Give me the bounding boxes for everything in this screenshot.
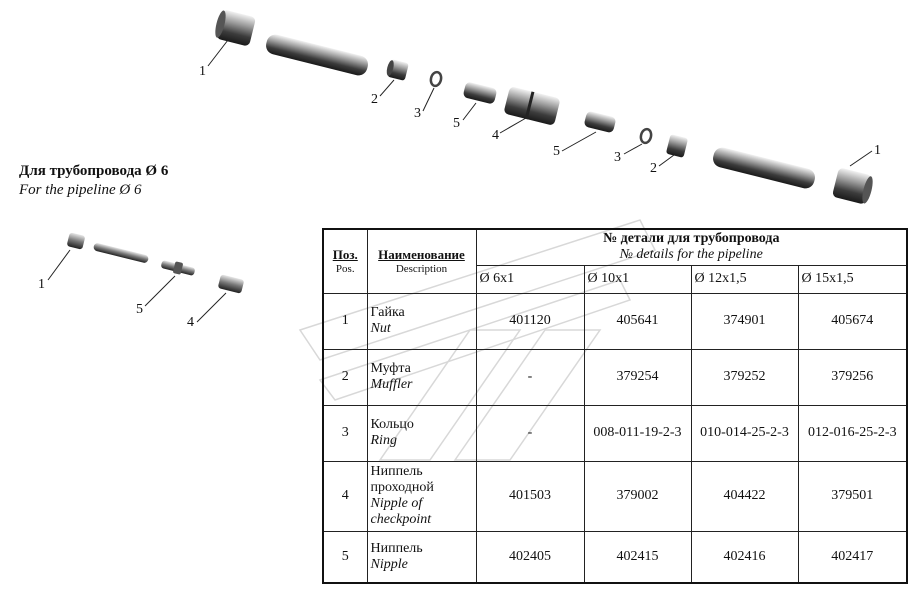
- ring-part: [429, 70, 443, 88]
- row-value: 012-016-25-2-3: [797, 404, 908, 462]
- nipple-part: [161, 260, 195, 276]
- callout-number: 5: [136, 302, 143, 317]
- row-value: 405674: [797, 292, 908, 350]
- pipe-part: [713, 147, 815, 189]
- row-value: 401503: [475, 460, 585, 532]
- row-value: 402416: [690, 530, 799, 584]
- pipe-part: [266, 34, 368, 76]
- row-value: 404422: [690, 460, 799, 532]
- callout-number: 2: [371, 92, 378, 107]
- table-row: 3 Кольцо Ring - 008-011-19-2-3 010-014-2…: [322, 404, 908, 462]
- callout-number: 5: [553, 144, 560, 159]
- muffler-part: [666, 134, 688, 158]
- table-row: 1 Гайка Nut 401120 405641 374901 405674: [322, 292, 908, 350]
- heading-en: For the pipeline Ø 6: [19, 182, 142, 198]
- callout-number: 1: [38, 277, 45, 292]
- callout-number: 2: [650, 161, 657, 176]
- nut-part: [67, 232, 85, 250]
- row-pos: 5: [322, 530, 368, 584]
- row-value: 379254: [583, 348, 692, 406]
- table-row: 5 Ниппель Nipple 402405 402415 402416 40…: [322, 530, 908, 584]
- pipeline-assembly-d6: [67, 232, 244, 294]
- row-value: 374901: [690, 292, 799, 350]
- nipple-part: [584, 111, 616, 133]
- row-name: Кольцо Ring: [366, 404, 477, 462]
- header-part-numbers: № детали для трубопровода № details for …: [475, 228, 908, 266]
- row-value: 401120: [475, 292, 585, 350]
- row-value: 402405: [475, 530, 585, 584]
- table-diameter-row: Ø 6x1 Ø 10x1 Ø 12x1,5 Ø 15x1,5: [323, 264, 908, 294]
- table-row: 4 Ниппель проходной Nipple of checkpoint…: [322, 460, 908, 532]
- row-value: 379501: [797, 460, 908, 532]
- header-diameter: Ø 12x1,5: [690, 264, 799, 294]
- row-value: 008-011-19-2-3: [583, 404, 692, 462]
- callout-number: 4: [187, 315, 194, 330]
- table-header-row: Поз. Pos. Наименование Description № дет…: [322, 228, 908, 294]
- header-diameter: Ø 15x1,5: [797, 264, 908, 294]
- ring-part: [639, 127, 653, 145]
- parts-table: Поз. Pos. Наименование Description № дет…: [322, 228, 909, 584]
- pipeline-d6-heading: Для трубопровода Ø 6 For the pipeline Ø …: [19, 162, 168, 200]
- row-value: 379252: [690, 348, 799, 406]
- row-pos: 1: [322, 292, 368, 350]
- row-value: 010-014-25-2-3: [690, 404, 799, 462]
- header-pos: Поз. Pos.: [322, 228, 368, 294]
- row-value: 379256: [797, 348, 908, 406]
- muffler-part: [386, 59, 409, 81]
- heading-ru: Для трубопровода Ø 6: [19, 163, 169, 179]
- table-row: 2 Муфта Muffler - 379254 379252 379256: [322, 348, 908, 406]
- row-pos: 3: [322, 404, 368, 462]
- row-value: 402417: [797, 530, 908, 584]
- callout-number: 3: [414, 106, 421, 121]
- nut-part: [215, 10, 256, 46]
- callout-number: 1: [199, 64, 206, 79]
- header-diameter: Ø 10x1: [583, 264, 692, 294]
- row-value: 402415: [583, 530, 692, 584]
- nipple-checkpoint-part: [504, 87, 560, 125]
- row-value: -: [475, 348, 585, 406]
- row-pos: 4: [322, 460, 368, 532]
- pipeline-assembly-main: [215, 10, 873, 204]
- row-name: Ниппель Nipple: [366, 530, 477, 584]
- row-value: -: [475, 404, 585, 462]
- row-name: Ниппель проходной Nipple of checkpoint: [366, 460, 477, 532]
- row-value: 405641: [583, 292, 692, 350]
- nipple-checkpoint-part: [218, 274, 244, 294]
- header-diameter: Ø 6x1: [475, 264, 585, 294]
- nipple-part: [463, 82, 497, 104]
- callouts-d6: 1 5 4: [38, 277, 194, 330]
- callout-number: 3: [614, 150, 621, 165]
- pipe-part: [93, 243, 149, 263]
- callout-number: 4: [492, 128, 499, 143]
- callout-number: 5: [453, 116, 460, 131]
- nut-part: [832, 168, 873, 204]
- header-name: Наименование Description: [366, 228, 477, 294]
- row-value: 379002: [583, 460, 692, 532]
- leader-lines-main: [207, 39, 873, 167]
- row-name: Муфта Muffler: [366, 348, 477, 406]
- callout-number: 1: [874, 143, 881, 158]
- callouts-main: 1 2 3 5 4 5 3 2 1: [199, 64, 881, 176]
- row-name: Гайка Nut: [366, 292, 477, 350]
- leader-lines-d6: [47, 249, 227, 323]
- row-pos: 2: [322, 348, 368, 406]
